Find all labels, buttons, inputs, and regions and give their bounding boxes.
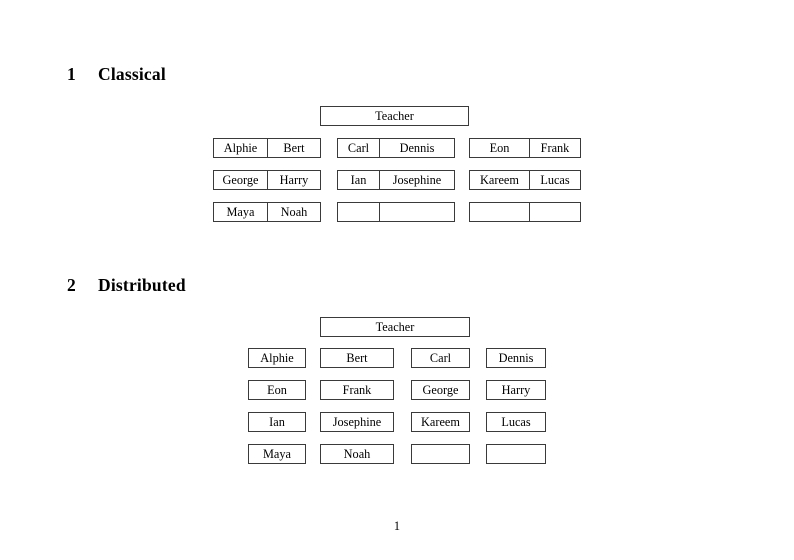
student-group-right-row-1: Eon Frank	[469, 138, 581, 158]
student-box: George	[411, 380, 470, 400]
student-box: Carl	[411, 348, 470, 368]
student-group-right-row-2: Kareem Lucas	[469, 170, 581, 190]
student-cell: Carl	[347, 141, 370, 155]
section-heading-distributed: 2 Distributed	[67, 275, 186, 295]
section-title: Classical	[98, 64, 166, 84]
student-cell: Harry	[266, 171, 320, 189]
student-box: Noah	[320, 444, 394, 464]
student-cell: Bert	[266, 139, 320, 157]
student-cell-empty	[470, 203, 529, 221]
student-group-right-row-3	[469, 202, 581, 222]
teacher-box-classical: Teacher	[320, 106, 469, 126]
student-cell: Kareem	[480, 173, 519, 187]
student-box: Ian	[248, 412, 306, 432]
student-group-middle-row-1: Carl Dennis	[337, 138, 455, 158]
student-box-empty	[411, 444, 470, 464]
student-cell: Dennis	[379, 139, 454, 157]
student-box: Maya	[248, 444, 306, 464]
student-box: Kareem	[411, 412, 470, 432]
student-group-middle-row-3	[337, 202, 455, 222]
student-cell-empty	[379, 203, 454, 221]
student-cell: Lucas	[529, 171, 580, 189]
student-box: Dennis	[486, 348, 546, 368]
student-cell: Ian	[350, 173, 367, 187]
student-group-left-row-1: Alphie Bert	[213, 138, 321, 158]
student-box: Eon	[248, 380, 306, 400]
student-group-left-row-3: Maya Noah	[213, 202, 321, 222]
student-box: Frank	[320, 380, 394, 400]
student-box: Bert	[320, 348, 394, 368]
student-box: Harry	[486, 380, 546, 400]
student-cell-empty	[338, 203, 379, 221]
student-cell: Alphie	[223, 141, 258, 155]
student-group-left-row-2: George Harry	[213, 170, 321, 190]
section-title: Distributed	[98, 275, 186, 295]
student-cell-empty	[529, 203, 580, 221]
teacher-box-distributed: Teacher	[320, 317, 470, 337]
section-number: 2	[67, 275, 76, 295]
student-box: Alphie	[248, 348, 306, 368]
student-cell: Noah	[266, 203, 320, 221]
student-cell: Josephine	[379, 171, 454, 189]
student-box-empty	[486, 444, 546, 464]
student-box: Josephine	[320, 412, 394, 432]
section-number: 1	[67, 64, 76, 84]
section-heading-classical: 1 Classical	[67, 64, 166, 84]
page-number: 1	[393, 519, 401, 533]
student-cell: Maya	[226, 205, 255, 219]
student-cell: Frank	[529, 139, 580, 157]
student-box: Lucas	[486, 412, 546, 432]
student-cell: Eon	[489, 141, 510, 155]
student-group-middle-row-2: Ian Josephine	[337, 170, 455, 190]
student-cell: George	[222, 173, 259, 187]
